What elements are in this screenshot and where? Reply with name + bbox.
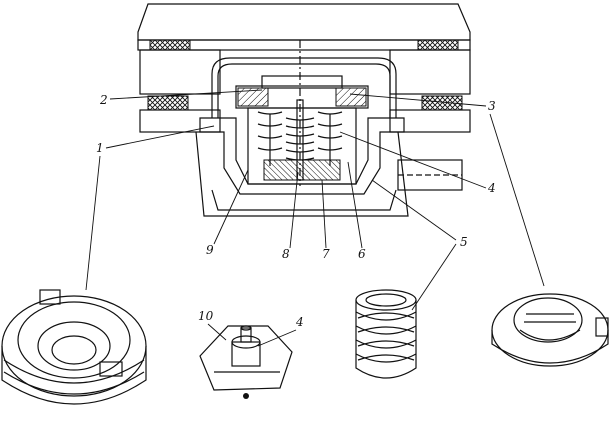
right-flange: [389, 49, 471, 133]
callout-1: 1: [96, 141, 104, 155]
outlet-pipe: [397, 159, 463, 191]
callout-labels: 2 3 1 4 5 9 8 7 6 10 4: [85, 89, 545, 347]
callout-3: 3: [488, 99, 496, 113]
valve-cap: [211, 57, 397, 118]
lower-shroud: [195, 131, 409, 217]
callout-8: 8: [282, 247, 290, 261]
part-coil-spring: [355, 289, 417, 379]
callout-4-bottom: 4: [295, 315, 304, 329]
valve-body: [199, 75, 405, 195]
callout-2: 2: [99, 93, 108, 107]
left-flange: [139, 49, 221, 133]
callout-4-top: 4: [487, 181, 496, 195]
callout-9: 9: [206, 243, 214, 257]
top-housing: [137, 3, 471, 51]
callout-5: 5: [460, 235, 468, 249]
callout-7: 7: [322, 247, 330, 261]
callout-6: 6: [358, 247, 366, 261]
part-threaded-ring: [1, 289, 147, 405]
part-cap-disc: [491, 293, 609, 367]
valve-stem: [296, 40, 304, 186]
part-diaphragm-plate: [199, 325, 293, 399]
callout-10: 10: [198, 309, 214, 323]
